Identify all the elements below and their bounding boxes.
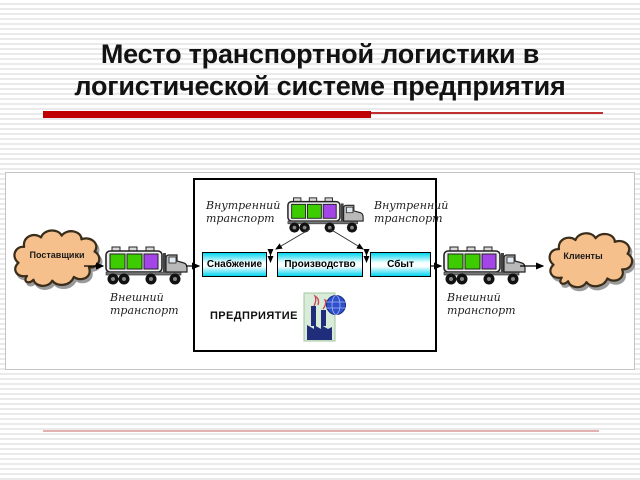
suppliers-label: Поставщики [29,250,85,260]
arrow-internal-truck-right [329,228,364,250]
clients-cloud: Клиенты [544,230,638,294]
tanker-truck-icon [287,197,364,233]
cloud-shape-icon [548,232,634,289]
suppliers-cloud: Поставщики [10,226,104,294]
enterprise-label: ПРЕДПРИЯТИЕ [210,310,298,322]
external-transport-label-left: Внешний транспорт [110,291,179,317]
arrow-internal-truck-left [275,228,311,250]
external-transport-label-right: Внешний транспорт [447,291,516,317]
cloud-shape-icon [13,229,101,287]
internal-transport-label-right: Внутренний транспорт [374,199,449,225]
title-accent-thin-line [371,112,603,114]
clients-label: Клиенты [563,251,603,261]
tanker-truck-icon [105,246,188,285]
factory-globe-icon [303,292,346,342]
process-box-supply: Снабжение [202,252,267,277]
footer-accent-line [43,430,599,432]
process-box-sales: Сбыт [370,252,431,277]
internal-transport-label-left: Внутренний транспорт [206,199,281,225]
tanker-truck-icon [443,246,526,285]
title-accent-bar [43,111,371,118]
page-title: Место транспортной логистики в логистиче… [20,38,620,102]
page-title-line2: логистической системе предприятия [74,71,566,101]
process-box-production: Производство [277,252,363,277]
page-title-line1: Место транспортной логистики в [100,39,540,69]
